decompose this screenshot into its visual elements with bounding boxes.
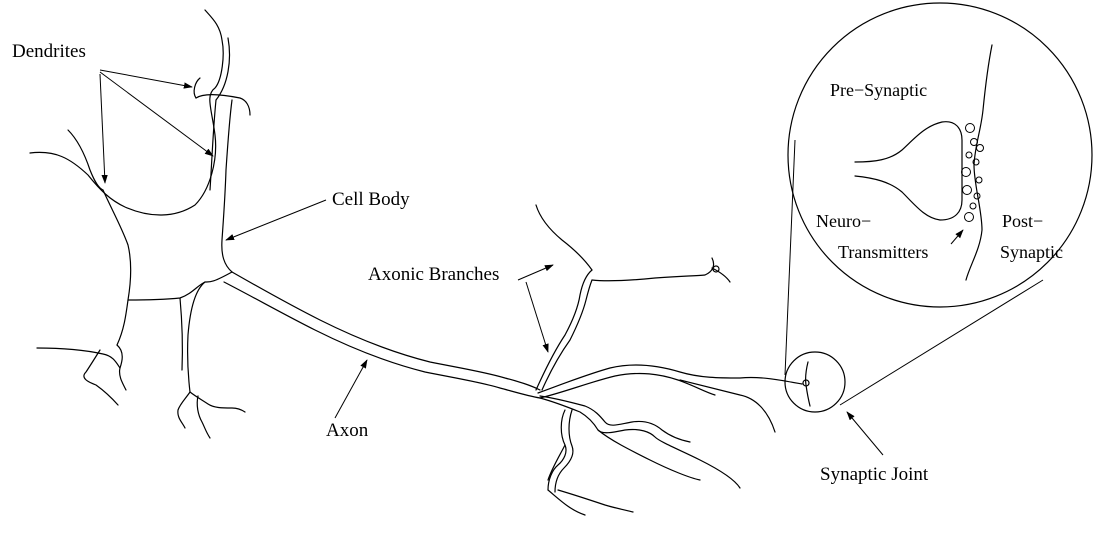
cell-body-arrow — [226, 200, 326, 240]
label-cell-body: Cell Body — [332, 189, 410, 210]
cell-body-outline — [30, 10, 250, 438]
label-synaptic-joint: Synaptic Joint — [820, 464, 929, 485]
dendrites-arrow-3 — [100, 74, 105, 183]
label-neuro: Neuro− — [816, 211, 871, 231]
axonic-branches-arrow-1 — [518, 265, 553, 280]
label-transmitters: Transmitters — [838, 242, 928, 262]
synaptic-joint-arrow — [847, 412, 883, 455]
label-axon: Axon — [326, 420, 369, 441]
label-pre-synaptic: Pre−Synaptic — [830, 80, 927, 100]
labels: Dendrites Cell Body Axonic Branches Axon… — [12, 41, 1063, 485]
synaptic-joint-circle — [785, 140, 1043, 412]
label-dendrites: Dendrites — [12, 41, 86, 62]
neurotransmitters-arrow — [951, 230, 963, 244]
label-synaptic: Synaptic — [1000, 242, 1063, 262]
label-post: Post− — [1002, 211, 1043, 231]
axonic-branches — [536, 205, 802, 515]
dendrites-arrow-1 — [100, 70, 192, 87]
label-axonic-branches: Axonic Branches — [368, 264, 499, 285]
axon-arrow — [335, 360, 367, 418]
axonic-branches-arrow-2 — [526, 282, 548, 352]
axon — [224, 272, 540, 398]
